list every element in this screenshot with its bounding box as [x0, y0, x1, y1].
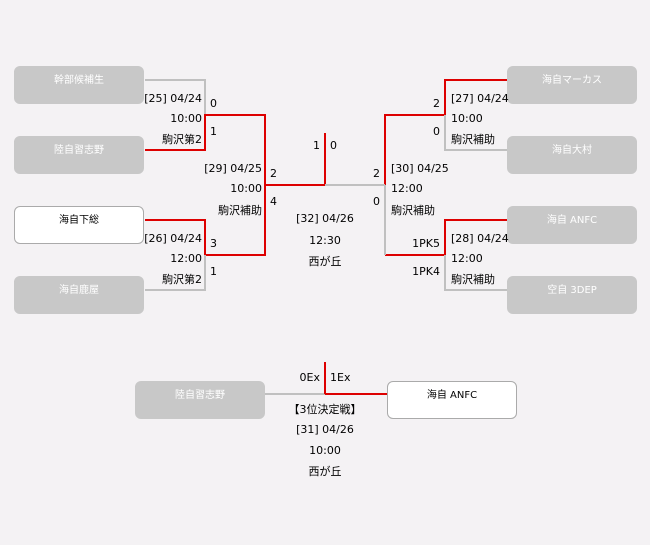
- m29-time: 10:00: [230, 182, 262, 195]
- m25-time: 10:00: [170, 112, 202, 125]
- match-25-lines: [145, 79, 266, 185]
- third-place-team-left[interactable]: 陸自習志野: [135, 381, 265, 419]
- m30-time: 12:00: [391, 182, 423, 195]
- m29-venue: 駒沢補助: [218, 204, 262, 217]
- team-box-7[interactable]: 海自 ANFC: [507, 206, 637, 244]
- m26-number-date: [26] 04/24: [144, 232, 202, 245]
- team-box-6[interactable]: 海自大村: [507, 136, 637, 174]
- m28-number-date: [28] 04/24: [451, 232, 509, 245]
- m31-venue: 西が丘: [308, 465, 342, 478]
- team-name: 空自 3DEP: [547, 285, 597, 296]
- final-lines: [265, 133, 385, 186]
- m32-score-right: 0: [330, 139, 337, 152]
- m32-number-date: [32] 04/26: [296, 212, 354, 225]
- m29-score-bottom: 4: [270, 195, 277, 208]
- match-28-lines: [384, 185, 507, 291]
- m26-score-bottom: 1: [210, 265, 217, 278]
- third-place-team-right[interactable]: 海自 ANFC: [387, 381, 517, 419]
- m32-score-left: 1: [313, 139, 320, 152]
- m27-score-top: 2: [433, 97, 440, 110]
- team-name: 海自マーカス: [542, 75, 602, 86]
- m29-number-date: [29] 04/25: [204, 162, 262, 175]
- m32-venue: 西が丘: [308, 255, 342, 268]
- team-name: 海自 ANFC: [546, 215, 598, 226]
- match-26-lines: [145, 185, 266, 291]
- m30-score-top: 2: [373, 167, 380, 180]
- m27-score-bottom: 0: [433, 125, 440, 138]
- team-box-5[interactable]: 海自マーカス: [507, 66, 637, 104]
- m26-venue: 駒沢第2: [162, 273, 202, 286]
- m28-score-bottom: 1PK4: [412, 265, 440, 278]
- match-27-lines: [384, 79, 507, 185]
- m27-time: 10:00: [451, 112, 483, 125]
- team-box-8[interactable]: 空自 3DEP: [507, 276, 637, 314]
- m30-number-date: [30] 04/25: [391, 162, 449, 175]
- team-name: 海自 ANFC: [426, 390, 478, 401]
- m25-number-date: [25] 04/24: [144, 92, 202, 105]
- m32-time: 12:30: [309, 234, 341, 247]
- m29-score-top: 2: [270, 167, 277, 180]
- m25-score-top: 0: [210, 97, 217, 110]
- team-name: 陸自習志野: [175, 390, 225, 401]
- m27-venue: 駒沢補助: [451, 133, 495, 146]
- team-name: 幹部候補生: [54, 75, 104, 86]
- m30-venue: 駒沢補助: [391, 204, 435, 217]
- m30-score-bottom: 0: [373, 195, 380, 208]
- m31-score-left: 0Ex: [299, 371, 320, 384]
- m31-number-date: [31] 04/26: [296, 423, 354, 436]
- m28-venue: 駒沢補助: [451, 273, 495, 286]
- team-name: 海自鹿屋: [59, 285, 99, 296]
- m26-score-top: 3: [210, 237, 217, 250]
- team-box-1[interactable]: 幹部候補生: [14, 66, 144, 104]
- m25-score-bottom: 1: [210, 125, 217, 138]
- team-box-2[interactable]: 陸自習志野: [14, 136, 144, 174]
- m31-label: 【3位決定戦】: [288, 403, 362, 416]
- m27-number-date: [27] 04/24: [451, 92, 509, 105]
- third-place-lines: [265, 362, 387, 395]
- team-name: 陸自習志野: [54, 145, 104, 156]
- m28-time: 12:00: [451, 252, 483, 265]
- team-name: 海自下総: [59, 215, 99, 226]
- m31-time: 10:00: [309, 444, 341, 457]
- m28-score-top: 1PK5: [412, 237, 440, 250]
- m25-venue: 駒沢第2: [162, 133, 202, 146]
- team-name: 海自大村: [552, 145, 592, 156]
- m26-time: 12:00: [170, 252, 202, 265]
- team-box-3[interactable]: 海自下総: [14, 206, 144, 244]
- team-box-4[interactable]: 海自鹿屋: [14, 276, 144, 314]
- m31-score-right: 1Ex: [330, 371, 351, 384]
